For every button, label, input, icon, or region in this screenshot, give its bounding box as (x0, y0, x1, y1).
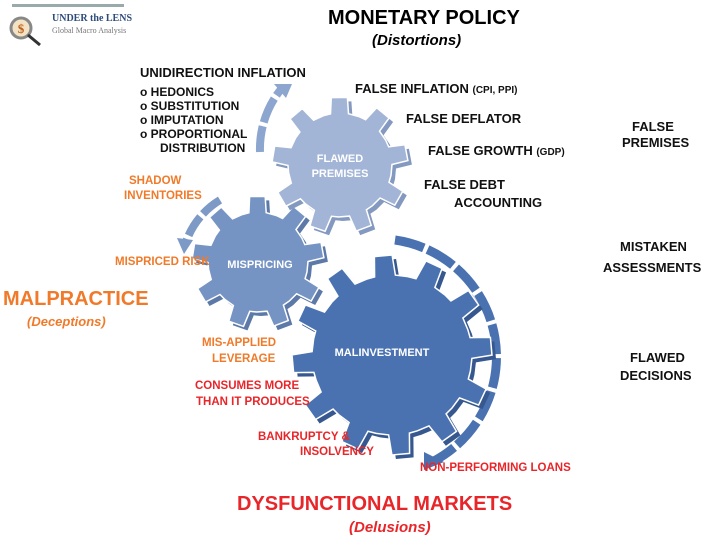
inflation-item: o SUBSTITUTION (140, 99, 240, 113)
gear-label-flawed: FLAWED (317, 153, 363, 165)
right-mistaken: MISTAKEN (620, 239, 687, 254)
gear-malinvestment (291, 254, 493, 456)
inflation-title: UNIDIRECTION INFLATION (140, 65, 306, 80)
leverage-label: LEVERAGE (212, 353, 276, 365)
npl-label: NON-PERFORMING LOANS (420, 462, 571, 474)
rotation-arrow-head-left (177, 238, 193, 254)
right-decisions: DECISIONS (620, 368, 692, 383)
false-deflator: FALSE DEFLATOR (406, 111, 522, 126)
magnifier-dollar-icon: $ (9, 4, 124, 47)
rotation-arrow-head-top (274, 84, 292, 98)
deceptions-subtitle: (Deceptions) (27, 314, 106, 329)
false-growth: FALSE GROWTH (428, 143, 533, 158)
gear-flawed-premises (271, 96, 409, 233)
gear-mispricing (191, 195, 325, 328)
logo-subtitle: Global Macro Analysis (52, 26, 127, 35)
gear-label-malinvestment: MALINVESTMENT (335, 347, 430, 359)
right-assessments: ASSESSMENTS (603, 260, 702, 275)
svg-text:$: $ (18, 21, 25, 36)
delusions-subtitle: (Delusions) (349, 519, 431, 536)
false-debt: FALSE DEBT (424, 177, 505, 192)
inflation-item: o IMPUTATION (140, 113, 224, 127)
inflation-item: DISTRIBUTION (160, 141, 246, 155)
mispriced-risk-label: MISPRICED RISK (115, 256, 210, 268)
inventories-label: INVENTORIES (124, 190, 202, 202)
header-subtitle: (Distortions) (372, 32, 462, 49)
right-false: FALSE (632, 119, 674, 134)
misapplied-label: MIS-APPLIED (202, 337, 277, 349)
inflation-item: o HEDONICS (140, 85, 215, 99)
right-premises: PREMISES (622, 135, 690, 150)
markets-title: DYSFUNCTIONAL MARKETS (237, 493, 513, 515)
false-debt-accounting: ACCOUNTING (454, 195, 543, 210)
insolvency-label: INSOLVENCY (300, 446, 374, 458)
false-inflation: FALSE INFLATION (355, 81, 469, 96)
inflation-item: o PROPORTIONAL (140, 127, 248, 141)
header-title: MONETARY POLICY (328, 7, 520, 29)
rotation-arrow-head-right (424, 452, 444, 470)
consumes-label: CONSUMES MORE (195, 380, 300, 392)
right-flawed: FLAWED (630, 350, 685, 365)
logo: $ UNDER the LENS Global Macro Analysis (4, 4, 132, 47)
produces-label: THAN IT PRODUCES (196, 396, 310, 408)
shadow-label: SHADOW (129, 175, 182, 187)
gear-label-mispricing: MISPRICING (227, 259, 292, 271)
malpractice-title: MALPRACTICE (3, 288, 149, 310)
rotation-arrow-top (255, 85, 286, 153)
bankruptcy-label: BANKRUPTCY & (258, 431, 350, 443)
rotation-arrow-right (394, 235, 501, 467)
logo-title: UNDER the LENS (52, 13, 133, 24)
false-inflation-note: (CPI, PPI) (472, 85, 518, 96)
gear-label-premises: PREMISES (312, 168, 369, 180)
false-growth-note: (GDP) (536, 147, 565, 158)
